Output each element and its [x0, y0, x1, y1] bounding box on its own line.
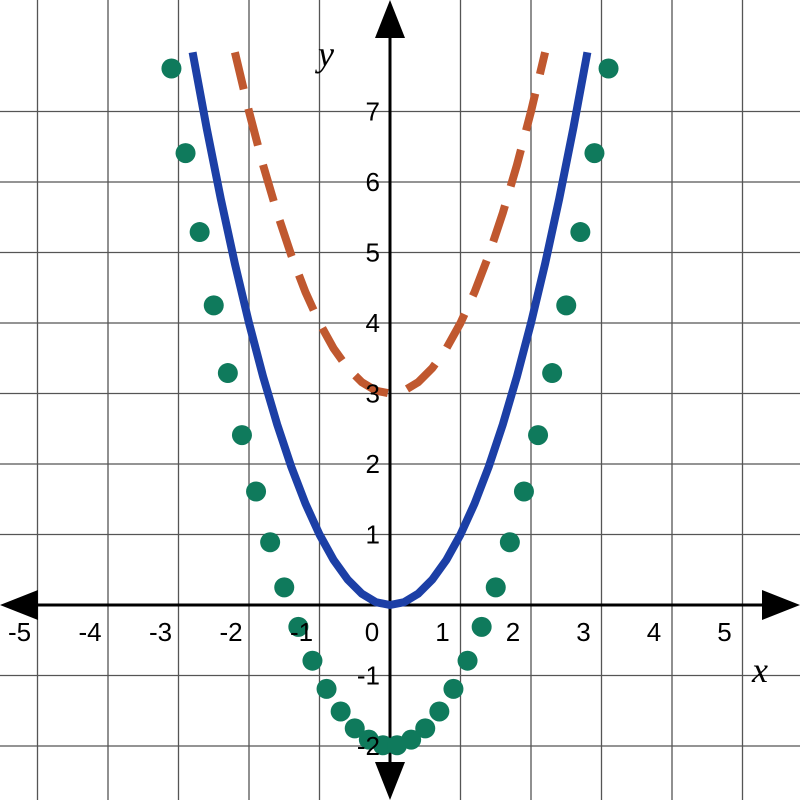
y-tick-label: 5 [366, 238, 380, 268]
dotted-series-point [231, 425, 252, 446]
dotted-series-point [513, 481, 534, 502]
dotted-series-point [372, 735, 393, 756]
solid-series-line [188, 51, 592, 609]
x-tick-label: -1 [290, 617, 313, 647]
y-tick-label: 6 [366, 167, 380, 197]
dotted-series-point [542, 363, 563, 384]
x-tick-label: -2 [219, 617, 242, 647]
dotted-series-point [288, 616, 309, 637]
y-tick-label: 3 [366, 379, 380, 409]
dotted-series-point [246, 481, 267, 502]
dotted-series-point [556, 295, 577, 316]
dotted-series-point [175, 143, 196, 164]
dotted-series-point [330, 701, 351, 722]
x-tick-label: 5 [717, 617, 731, 647]
dotted-series-point [401, 729, 422, 750]
dotted-series-point [161, 58, 182, 79]
x-tick-label: -3 [149, 617, 172, 647]
x-tick-label: 0 [365, 617, 379, 647]
x-tick-label: -4 [78, 617, 101, 647]
y-axis-bottom-arrow [375, 762, 405, 800]
series-layer [161, 51, 619, 756]
dotted-series-point [528, 425, 549, 446]
y-tick-label: -1 [357, 661, 380, 691]
x-tick-label: 4 [647, 617, 661, 647]
dotted-series-point [598, 58, 619, 79]
y-tick-label: 7 [366, 97, 380, 127]
dotted-series-point [344, 718, 365, 739]
dotted-series-point [584, 143, 605, 164]
x-axis-right-arrow [762, 590, 800, 620]
dotted-series [161, 58, 619, 756]
y-tick-label: 2 [366, 449, 380, 479]
dotted-series-point [429, 701, 450, 722]
dotted-series-point [457, 650, 478, 671]
x-tick-label: -5 [8, 617, 31, 647]
y-tick-label: 1 [366, 520, 380, 550]
dotted-series-point [302, 650, 323, 671]
x-tick-label: 1 [435, 617, 449, 647]
dotted-series-point [260, 532, 281, 553]
x-axis-left-arrow [0, 590, 38, 620]
dotted-series-point [499, 532, 520, 553]
y-tick-label: 4 [366, 308, 380, 338]
dotted-series-point [189, 222, 210, 243]
dotted-series-point [471, 616, 492, 637]
x-tick-label: 3 [576, 617, 590, 647]
dotted-series-point [415, 718, 436, 739]
dashed-series-line [231, 51, 549, 398]
dotted-series-point [485, 577, 506, 598]
y-axis-top-arrow [375, 0, 405, 38]
dotted-series-point [316, 678, 337, 699]
y-tick-label: -2 [357, 731, 380, 761]
tick-labels: -5 -4 -3 -2 -1 0 1 2 3 4 5 -2 -1 1 2 3 4 5 6 7 [8, 97, 732, 762]
dotted-series-point [217, 363, 238, 384]
dotted-series-point [274, 577, 295, 598]
dotted-series-point [570, 222, 591, 243]
y-axis-title: y [315, 34, 334, 74]
x-axis-title: x [751, 650, 768, 690]
dotted-series-point [203, 295, 224, 316]
x-tick-label: 2 [506, 617, 520, 647]
dotted-series-point [443, 678, 464, 699]
